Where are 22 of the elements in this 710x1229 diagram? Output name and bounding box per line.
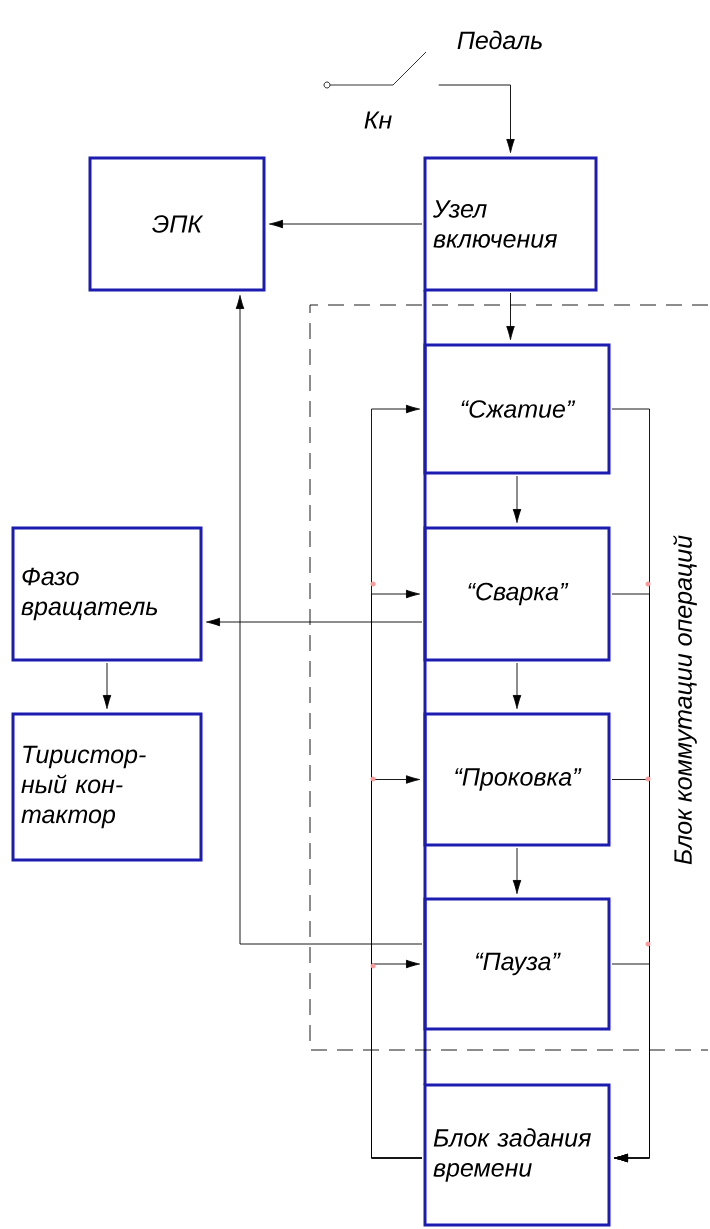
process-box: Узел включения — [423, 156, 598, 292]
designation-label: Кн — [364, 111, 392, 129]
switch-label: Педаль — [457, 30, 542, 50]
process-box: Фазо вращатель — [11, 526, 203, 662]
process-box: “Пауза” — [423, 897, 611, 1031]
arrow — [506, 292, 515, 340]
process-box: Тиристор- ный кон- тактор — [11, 712, 203, 862]
arrow — [512, 847, 522, 895]
arrow — [102, 662, 112, 710]
arrow — [371, 959, 423, 1159]
process-box: Блок задания времени — [423, 1083, 611, 1227]
process-box: “Проковка” — [423, 712, 611, 847]
arrow — [206, 617, 423, 627]
arrow — [269, 219, 423, 229]
process-box: “Сварка” — [423, 526, 611, 662]
arrow — [611, 963, 650, 1163]
arrow — [512, 662, 522, 710]
arrow — [235, 295, 423, 945]
arrow — [438, 84, 515, 153]
process-box: ЭПК — [88, 156, 266, 292]
process-box: “Сжатие” — [423, 343, 611, 475]
arrow — [512, 475, 522, 524]
